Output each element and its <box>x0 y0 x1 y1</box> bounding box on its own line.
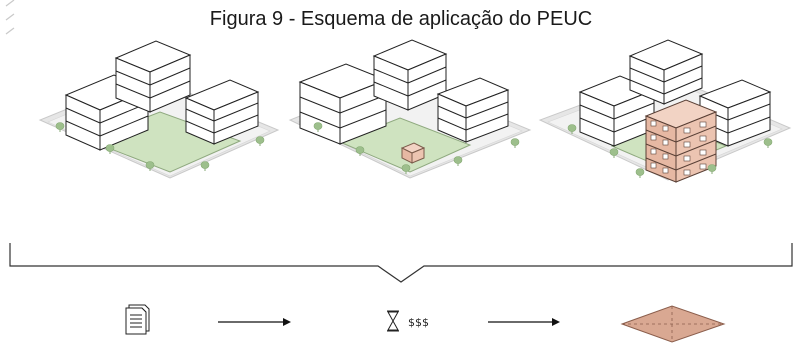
small-building-underused <box>400 142 426 164</box>
scene-2-block-underused-lot <box>288 39 532 179</box>
new-building-highlight <box>644 99 718 183</box>
bracket <box>9 243 793 283</box>
building <box>184 79 260 145</box>
arrow-right-icon <box>488 318 560 326</box>
building <box>628 39 704 105</box>
money-label: $$$ <box>408 316 429 329</box>
building <box>114 40 192 113</box>
figure-title: Figura 9 - Esquema de aplicação do PEUC <box>209 8 593 30</box>
corner-marks <box>5 0 15 35</box>
arrow-right-icon <box>218 318 291 326</box>
building <box>372 39 448 111</box>
scene-3-block-built <box>538 39 792 183</box>
scene-1-block-with-vacant-lot <box>38 40 280 179</box>
hourglass-icon <box>387 310 399 332</box>
document-icon <box>125 304 150 335</box>
building <box>436 77 510 143</box>
land-parcel-icon <box>620 305 726 343</box>
